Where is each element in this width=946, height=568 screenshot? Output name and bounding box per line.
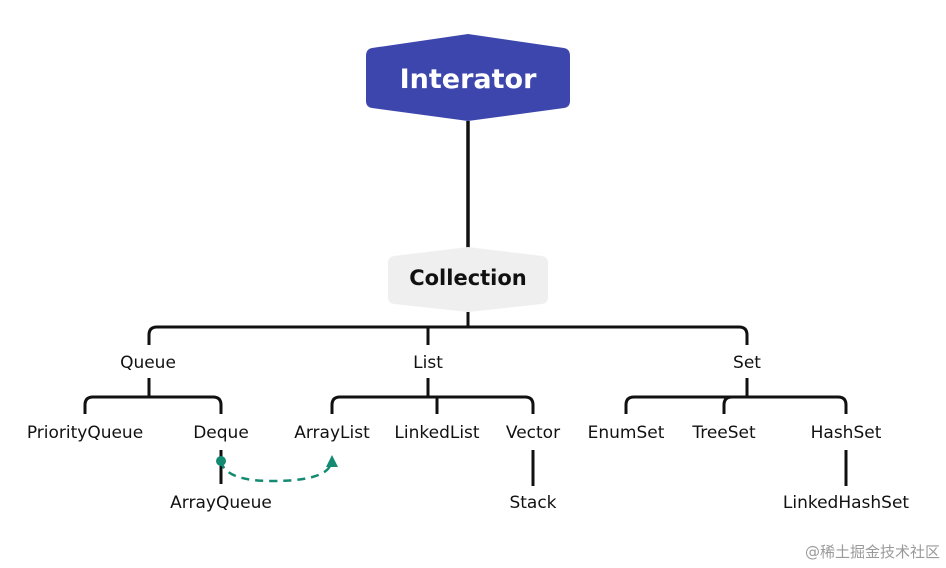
interator-node-shape [366,34,570,121]
watermark-text: @稀土掘金技术社区 [804,543,940,561]
priority-queue-label: PriorityQueue [27,423,143,443]
collection-branch-connector [147,312,749,345]
collection-label: Collection [409,266,527,290]
collection-node-shape [388,247,548,312]
list-branch-connector [330,378,535,414]
hash-set-label: HashSet [811,423,882,443]
set-label: Set [733,353,761,373]
enum-set-label: EnumSet [588,423,665,443]
stack-label: Stack [509,493,556,513]
queue-branch-connector [83,378,223,414]
queue-label: Queue [120,353,176,373]
array-list-label: ArrayList [294,423,370,443]
deque-to-arraylist-dashed-arrow [216,455,338,483]
interator-label: Interator [400,64,537,95]
linked-hash-set-label: LinkedHashSet [783,493,910,513]
array-queue-label: ArrayQueue [170,493,272,513]
vector-label: Vector [506,423,560,443]
list-label: List [413,353,443,373]
set-branch-connector [624,378,848,414]
deque-label: Deque [193,423,249,443]
linked-list-label: LinkedList [394,423,480,443]
tree-set-label: TreeSet [691,423,756,443]
